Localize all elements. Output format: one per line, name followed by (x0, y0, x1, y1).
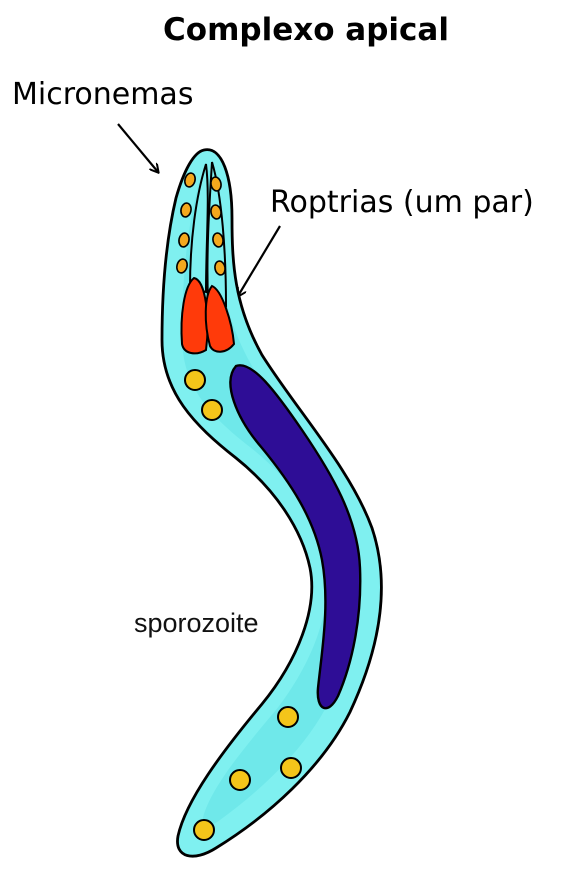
dense-granule (281, 758, 301, 778)
arrow-icon (238, 226, 280, 296)
dense-granule (230, 770, 250, 790)
arrow-icon (118, 124, 158, 172)
dense-granule (202, 400, 222, 420)
sporozoite-label: sporozoite (134, 608, 259, 638)
micronemas-label: Micronemas (12, 77, 193, 112)
page-title: Complexo apical (163, 12, 449, 48)
dense-granule (194, 820, 214, 840)
dense-granule (185, 370, 205, 390)
roptrias-label: Roptrias (um par) (270, 185, 534, 220)
dense-granule (278, 707, 298, 727)
